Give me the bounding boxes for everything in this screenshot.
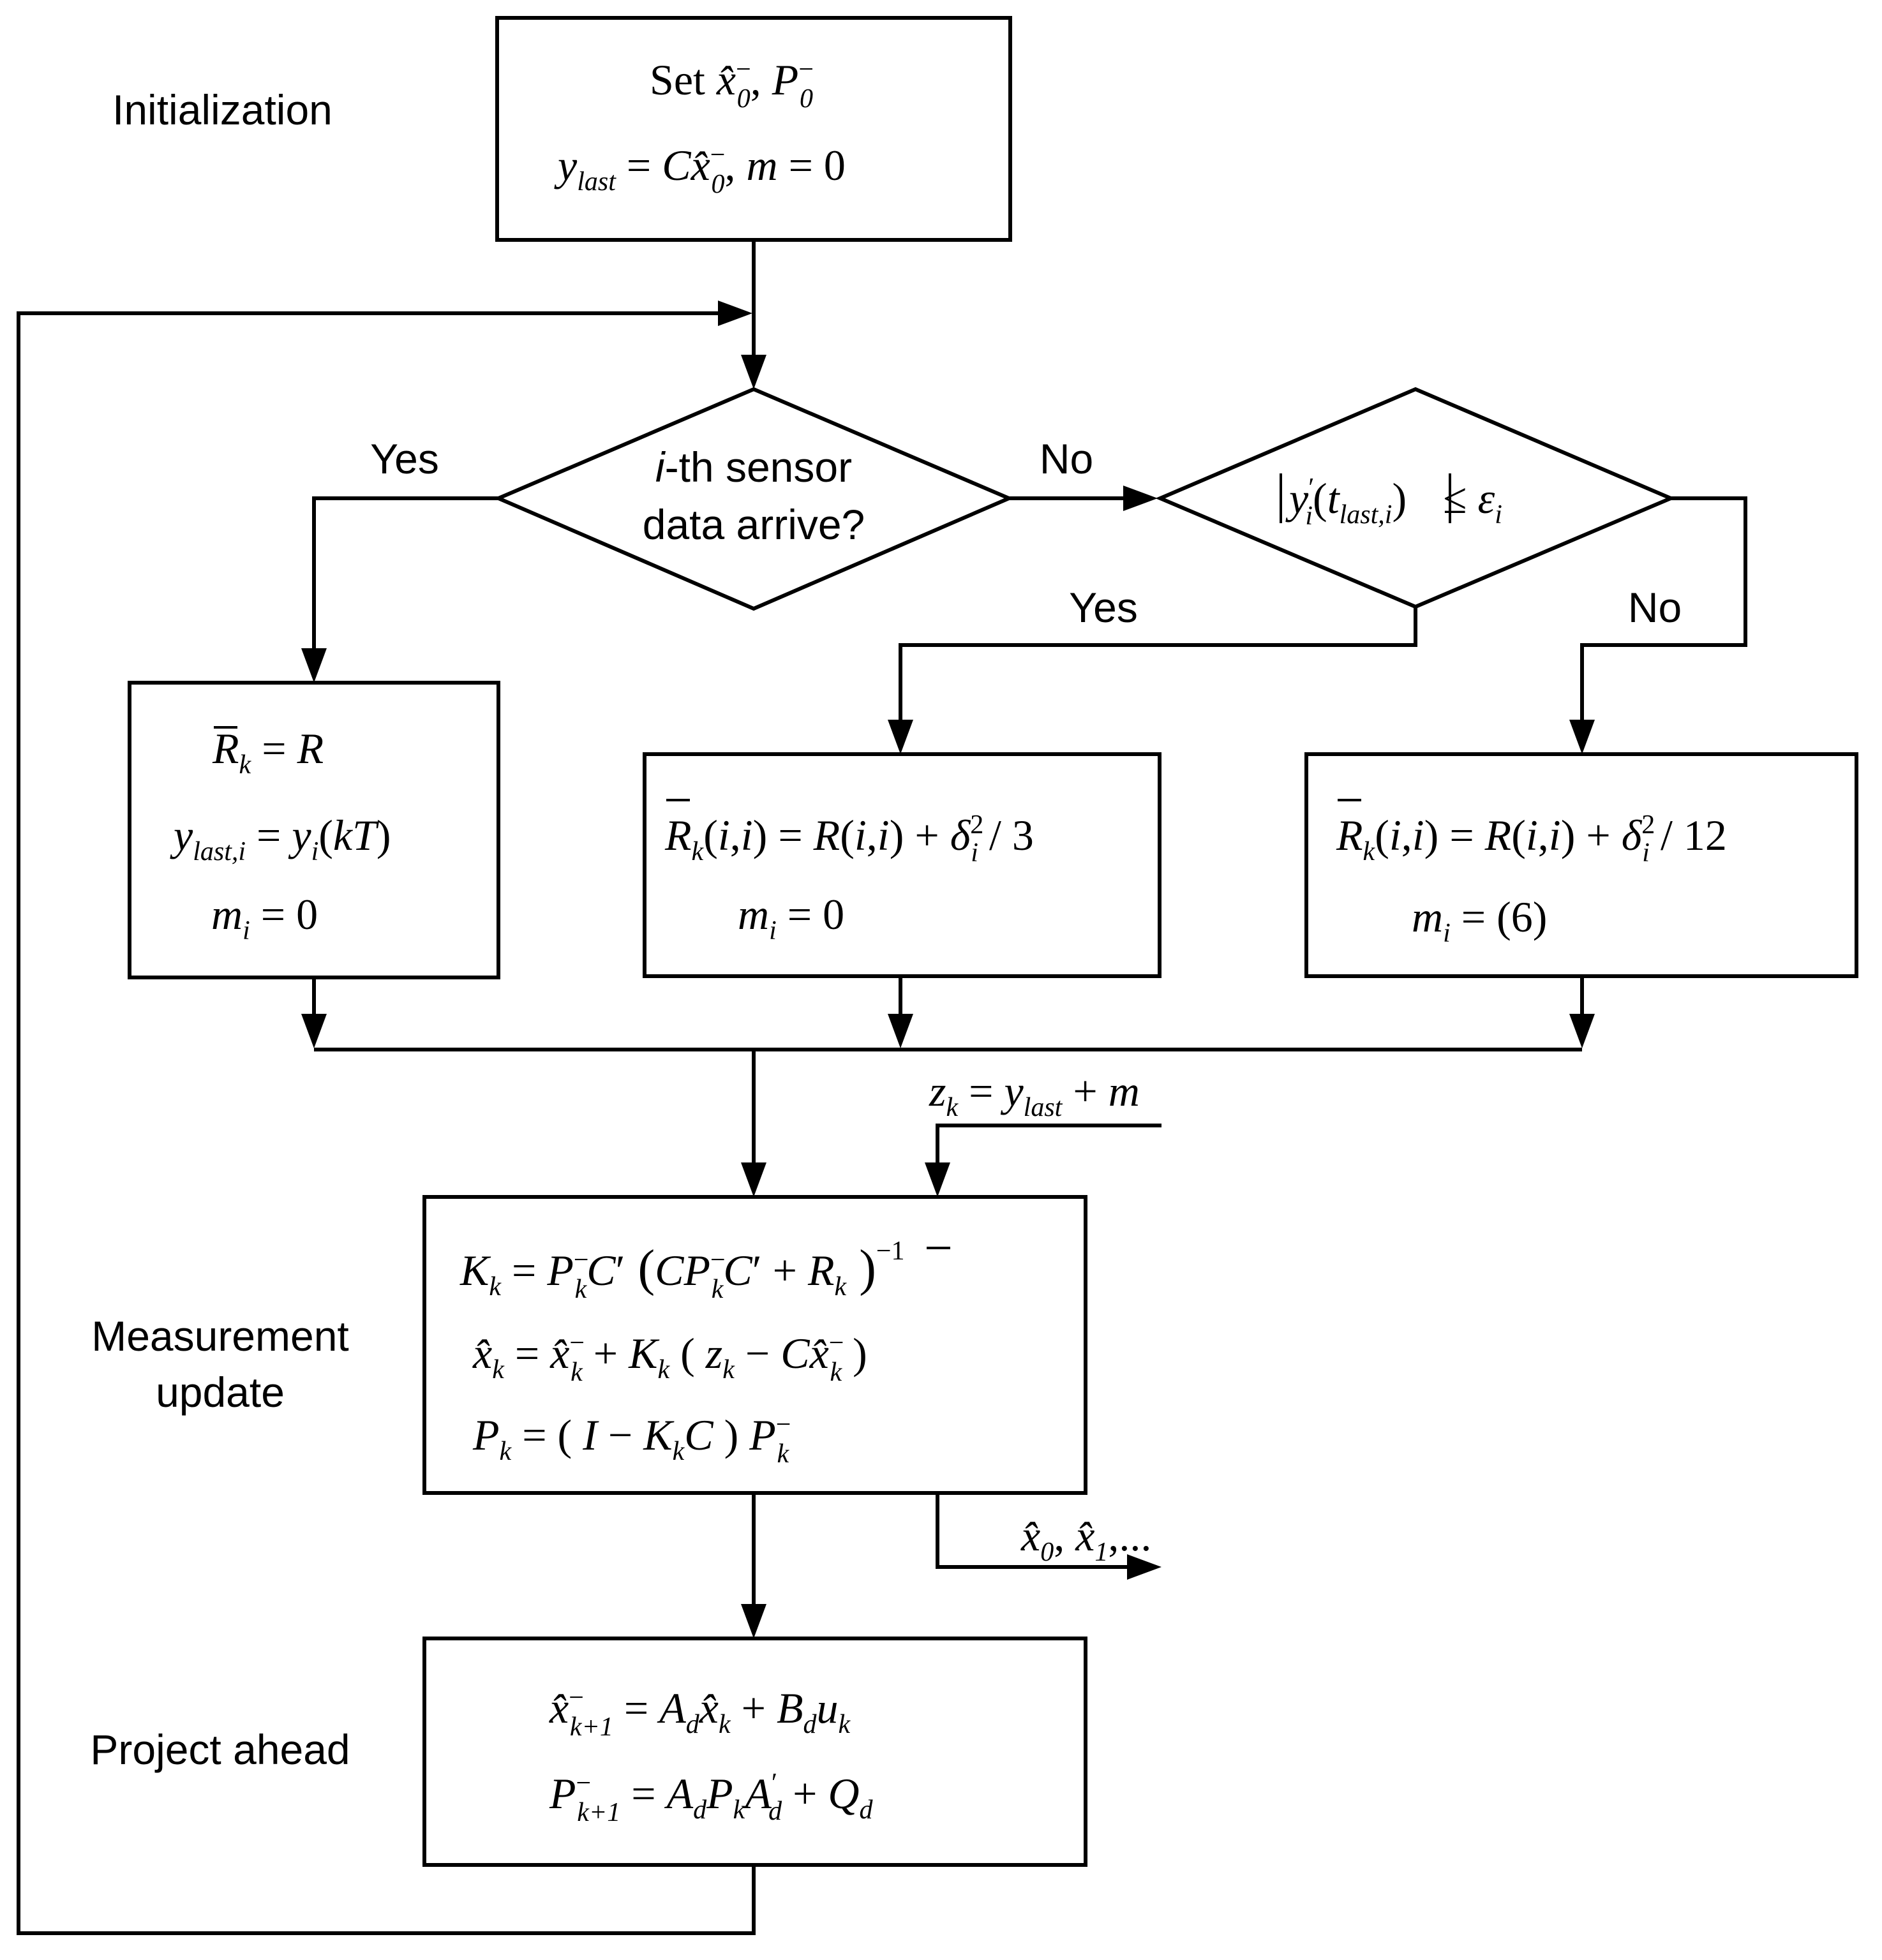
arrowhead (741, 1604, 766, 1638)
connector-yes-left (312, 496, 498, 651)
label-project-ahead: Project ahead (90, 1726, 350, 1773)
decision1-italic-i: i (655, 443, 666, 491)
yes-line2: ylast,i = yi(kT) (170, 811, 391, 866)
decision1-text-line2: data arrive? (643, 501, 865, 548)
gain-equation: Kk = P−kC′ (CP−kC′ + Rk )−1 (459, 1236, 905, 1304)
arrowhead (1127, 1554, 1161, 1580)
decision1-text-line1: i-th sensor (655, 443, 852, 491)
label-measurement: Measurement (91, 1312, 349, 1360)
arrowhead (718, 301, 752, 326)
box-yes-content: Rk = R ylast,i = yi(kT) mi = 0 (170, 724, 391, 946)
arrowhead (888, 720, 913, 754)
connector-feedback-loop (17, 311, 756, 1935)
connectors (17, 240, 1747, 1935)
label-yes-left: Yes (370, 435, 439, 482)
measurement-update-box (422, 1195, 1087, 1495)
arrowhead (301, 1014, 327, 1048)
decision-derivative-threshold (1155, 387, 1676, 609)
decision1-rest: -th sensor (665, 443, 852, 491)
label-no-lower: No (1628, 584, 1682, 631)
arrowhead (925, 1162, 950, 1197)
state-predict-equation: x̂−k+1 = Adx̂k + Bduk (549, 1683, 851, 1742)
decision-sensor-arrive (493, 387, 1014, 611)
arrowhead (1123, 486, 1158, 511)
connector-no-right (1580, 496, 1747, 722)
middle-line2: mi = 0 (738, 890, 844, 946)
project-ahead-content: x̂−k+1 = Adx̂k + Bduk P−k+1 = AdPkA′d + … (549, 1683, 874, 1827)
label-no-right: No (1040, 435, 1093, 482)
arrowhead (741, 355, 766, 389)
covariance-update-equation: Pk = ( I − KkC ) P−k (472, 1410, 791, 1469)
decision2-expression: y′i(tlast,i) ≤ εi (1285, 473, 1502, 531)
arrowhead (741, 1162, 766, 1197)
arrowhead (301, 648, 327, 683)
arrowhead (888, 1014, 913, 1048)
box-no-no-update (1304, 752, 1858, 978)
connector-zk-input (936, 1124, 1161, 1165)
yes-line1: Rk = R (212, 724, 324, 780)
right-line2: mi = (6) (1412, 893, 1547, 948)
state-update-equation: x̂k = x̂−k + Kk ( zk − Cx̂−k ) (472, 1328, 867, 1387)
covariance-predict-equation: P−k+1 = AdPkA′d + Qd (549, 1769, 874, 1827)
connector-yes-middle (899, 607, 1417, 722)
init-line2: ylast = Cx̂−0, m = 0 (554, 140, 846, 199)
init-set-word: Set (650, 56, 705, 104)
connector-output (936, 1493, 1127, 1569)
label-update: update (156, 1369, 285, 1416)
box-yes-update (128, 681, 500, 979)
measurement-update-content: Kk = P−kC′ (CP−kC′ + Rk )−1 x̂k = x̂−k +… (459, 1236, 950, 1469)
box-no-yes-update (643, 752, 1161, 978)
label-initialization: Initialization (112, 86, 332, 133)
arrowhead (1569, 1014, 1595, 1048)
decision2-content: y′i(tlast,i) ≤ εi (1280, 473, 1502, 531)
init-box (495, 16, 1012, 242)
output-label: x̂0, x̂1,... (1020, 1511, 1151, 1567)
zk-label: zk = ylast + m (929, 1067, 1140, 1122)
arrowhead (1569, 720, 1595, 754)
project-ahead-box (422, 1637, 1087, 1867)
yes-line3: mi = 0 (211, 890, 318, 946)
label-yes-lower: Yes (1069, 584, 1138, 631)
